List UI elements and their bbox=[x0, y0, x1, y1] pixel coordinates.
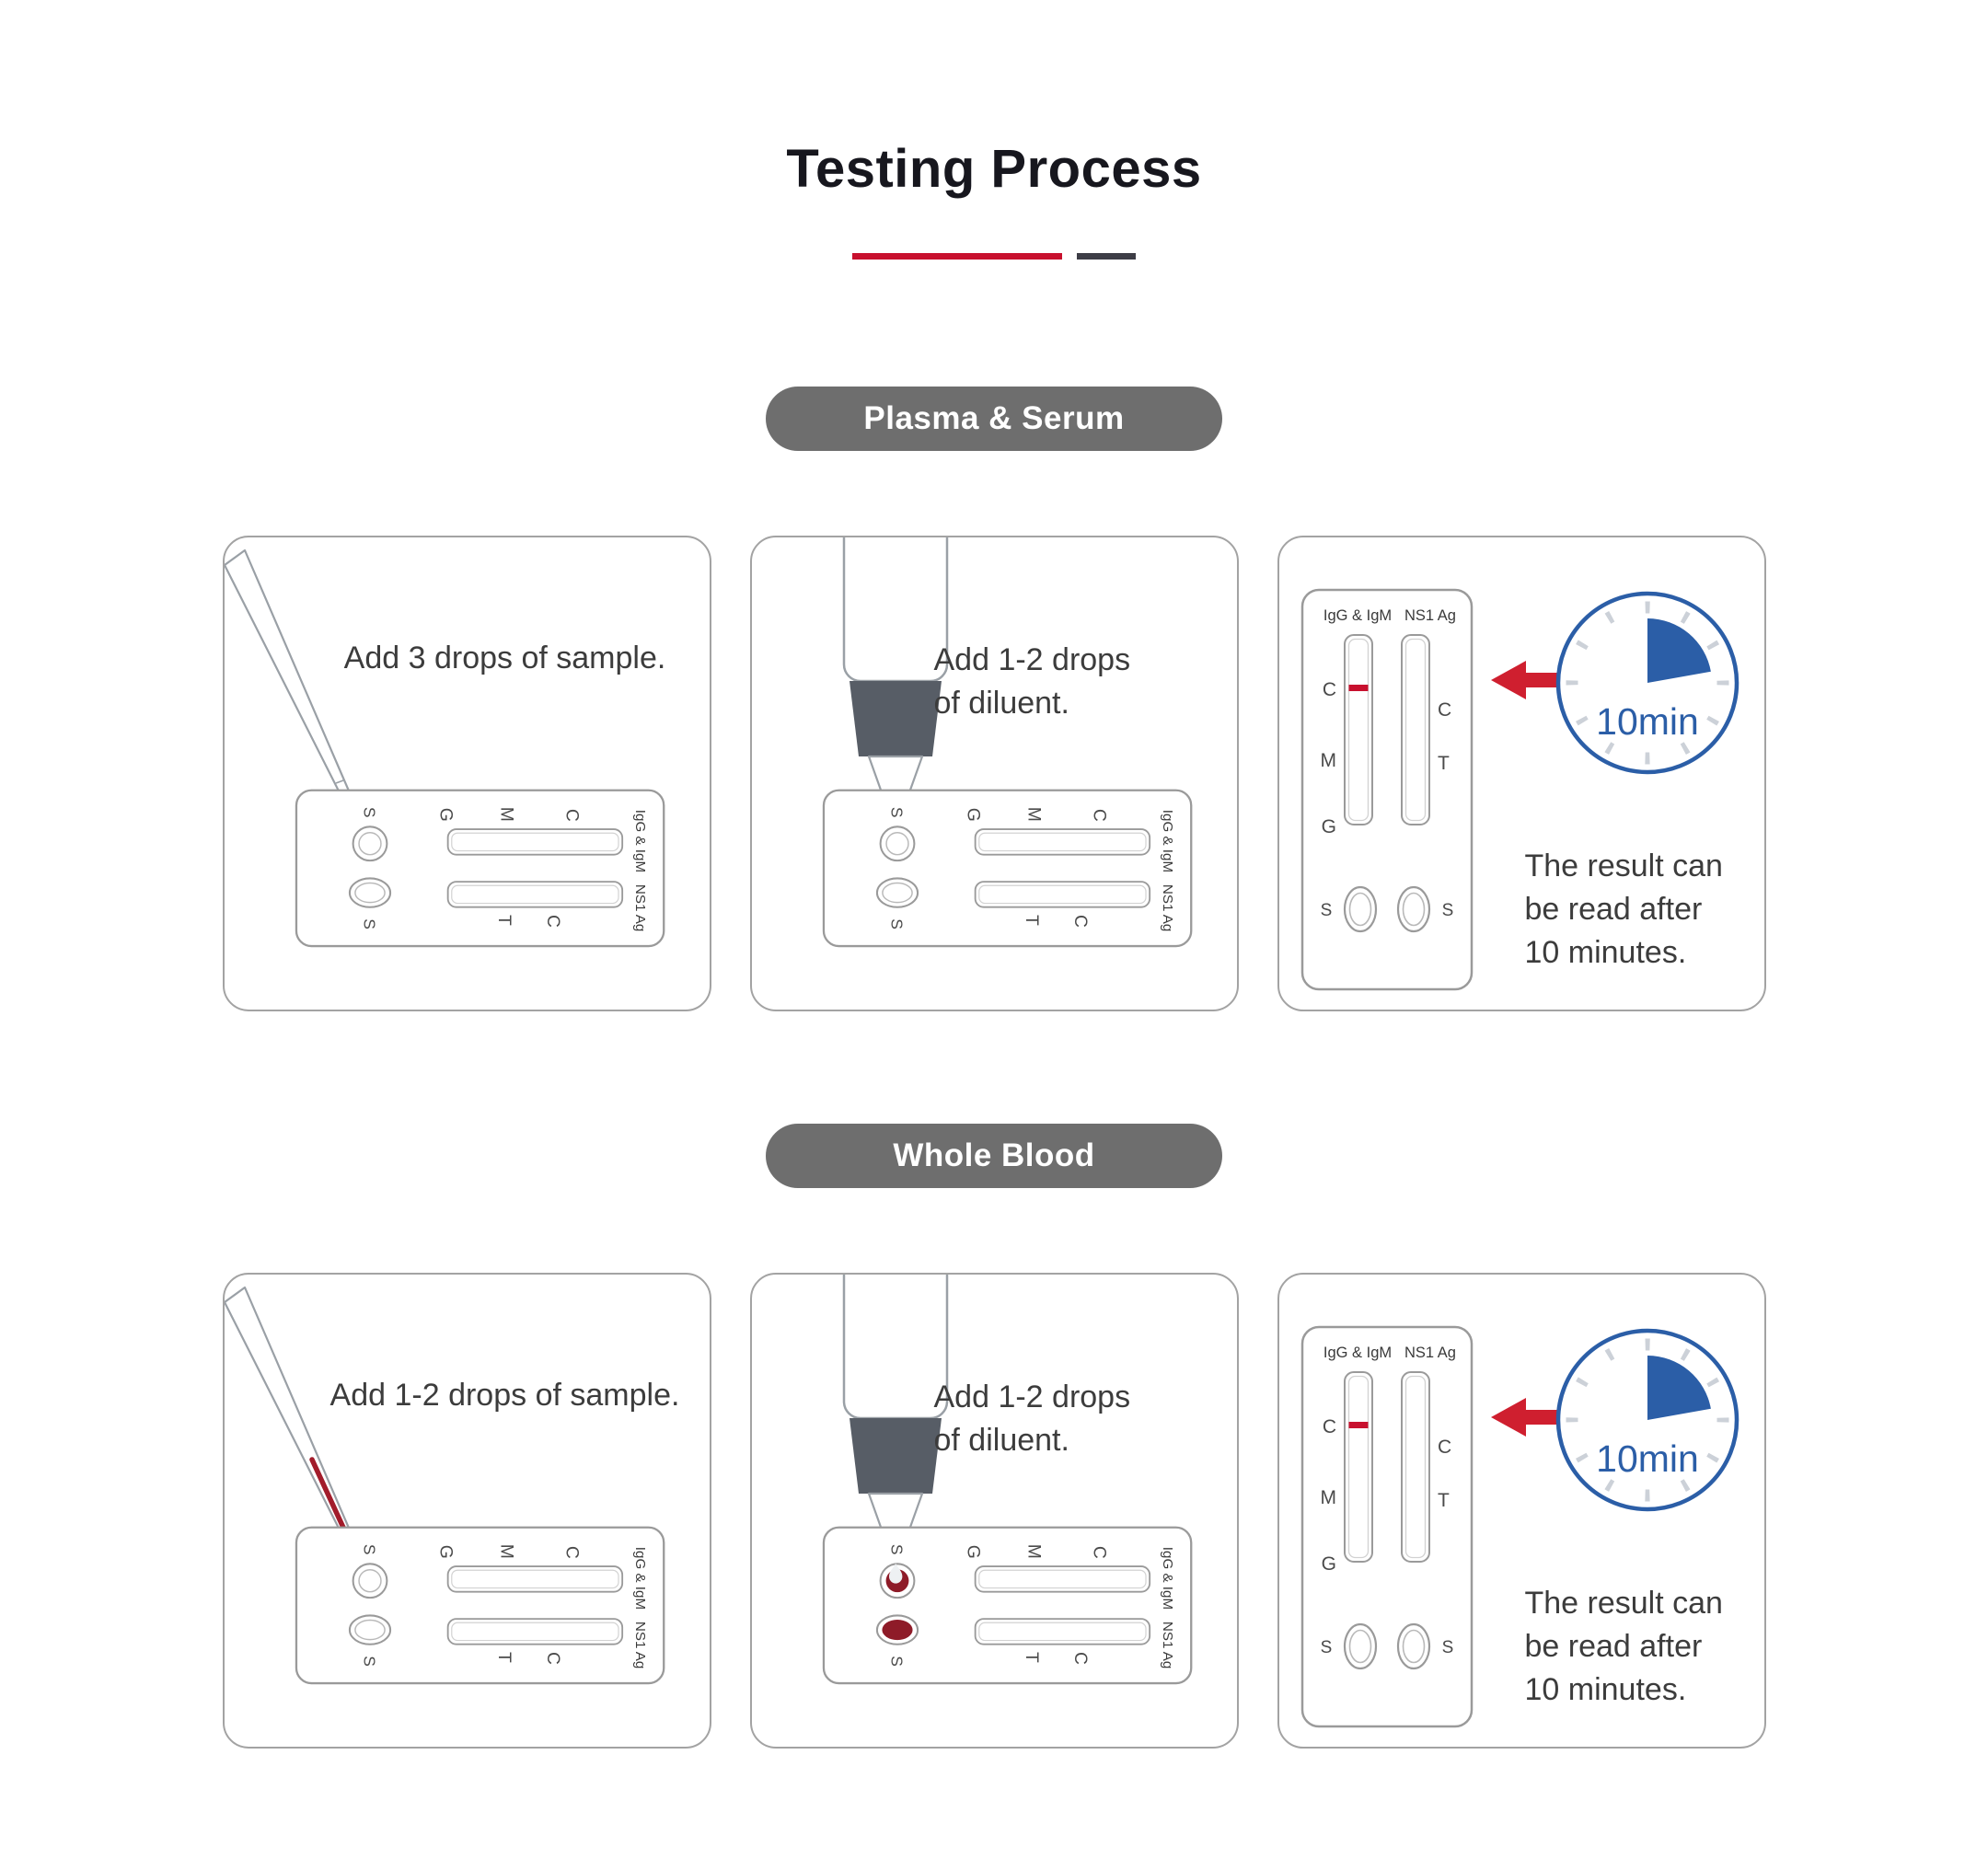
test-cassette-icon bbox=[295, 1528, 663, 1683]
underline-dark-bar bbox=[1077, 253, 1136, 260]
diluent-illustration bbox=[752, 537, 1239, 1011]
timer-clock-icon: 10min bbox=[1555, 591, 1739, 775]
blood-pipette-illustration bbox=[224, 1286, 711, 1749]
result-note: The result can be read after 10 minutes. bbox=[1524, 848, 1723, 970]
page-title: Testing Process bbox=[786, 139, 1202, 199]
pipette-sample-illustration bbox=[224, 548, 711, 1011]
test-cassette-blood-icon bbox=[823, 1528, 1190, 1683]
arrow-left-icon bbox=[1490, 1398, 1562, 1437]
diluent-bottle-icon bbox=[842, 1275, 948, 1560]
panel-blood-step-2: Add 1-2 drops of diluent. bbox=[749, 1273, 1239, 1749]
test-cassette-icon bbox=[295, 791, 663, 946]
step-instruction: Add 1-2 drops of diluent. bbox=[933, 642, 1131, 721]
step-instruction: Add 3 drops of sample. bbox=[343, 641, 666, 675]
timer-label: 10min bbox=[1596, 1437, 1699, 1480]
step-instruction: Add 1-2 drops of diluent. bbox=[933, 1379, 1131, 1458]
timer-label: 10min bbox=[1596, 700, 1699, 743]
panel-plasma-step-2: Add 1-2 drops of diluent. bbox=[749, 536, 1239, 1011]
underline-red-bar bbox=[852, 253, 1062, 260]
result-cassette-icon bbox=[1302, 590, 1472, 989]
test-cassette-icon bbox=[823, 791, 1190, 946]
blood-diluent-illustration bbox=[752, 1275, 1239, 1749]
section-badge-plasma-serum: Plasma & Serum bbox=[766, 387, 1222, 451]
result-illustration: 10min bbox=[1279, 537, 1739, 1011]
panel-blood-step-1: Add 1-2 drops of sample. bbox=[222, 1273, 711, 1749]
timer-clock-icon: 10min bbox=[1555, 1328, 1739, 1512]
title-underline bbox=[0, 253, 1988, 260]
plasma-steps-row: Add 3 drops of sample. Add 1-2 drops of … bbox=[0, 536, 1988, 1011]
result-cassette-icon bbox=[1302, 1327, 1472, 1726]
panel-plasma-step-1: Add 3 drops of sample. bbox=[222, 536, 711, 1011]
result-note: The result can be read after 10 minutes. bbox=[1524, 1586, 1723, 1707]
diluent-bottle-icon bbox=[842, 537, 948, 823]
header: Testing Process bbox=[0, 0, 1988, 260]
panel-plasma-result: 10min The result can be read after 10 mi… bbox=[1277, 536, 1766, 1011]
panel-blood-result: 10min The result can be read after 10 mi… bbox=[1277, 1273, 1766, 1749]
step-instruction: Add 1-2 drops of sample. bbox=[329, 1378, 680, 1413]
section-badge-whole-blood: Whole Blood bbox=[766, 1124, 1222, 1188]
whole-blood-steps-row: Add 1-2 drops of sample. Add 1-2 drops o… bbox=[0, 1273, 1988, 1749]
result-illustration: 10min bbox=[1279, 1275, 1739, 1749]
arrow-left-icon bbox=[1490, 661, 1562, 699]
